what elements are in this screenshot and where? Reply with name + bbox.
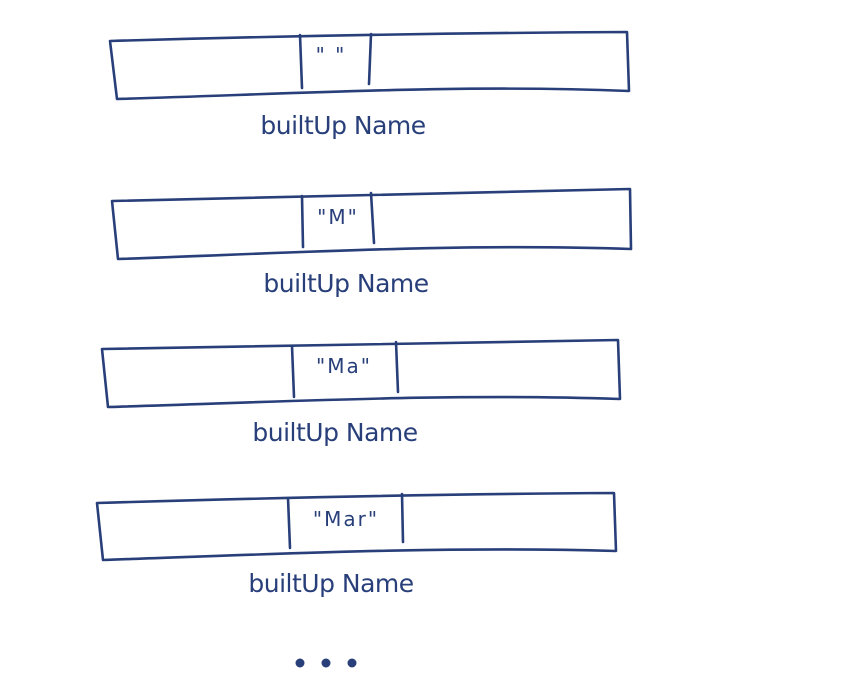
frame-3-cell-right-divider: [394, 340, 400, 394]
frame-2-label: builtUp Name: [263, 269, 428, 298]
frame-4-label: builtUp Name: [248, 569, 413, 598]
frame-4-cell-value: "Mar": [313, 507, 379, 531]
frame-4-cell-right-divider: [400, 492, 405, 544]
ellipsis-dot-2: [321, 658, 331, 668]
frame-2: "M" builtUp Name: [110, 187, 633, 298]
frame-3-cell-left-divider: [290, 344, 296, 399]
frame-2-box-outline: [110, 187, 633, 261]
ellipsis-dot-1: [295, 658, 305, 668]
frame-2-cell-right-divider: [369, 191, 376, 245]
frame-3-cell-value: "Ma": [316, 354, 372, 378]
frame-1-cell-right-divider: [367, 32, 373, 86]
frame-2-cell-left-divider: [300, 194, 305, 249]
frame-1-label: builtUp Name: [260, 111, 425, 140]
frame-1-box-outline: [108, 30, 631, 101]
frame-4-cell-left-divider: [286, 496, 292, 550]
frame-1-cell-left-divider: [298, 33, 304, 90]
frame-3: "Ma" builtUp Name: [100, 338, 622, 447]
continuation-ellipsis: [295, 658, 357, 668]
frame-2-cell-value: "M": [317, 205, 359, 229]
frame-3-label: builtUp Name: [252, 418, 417, 447]
frame-4: "Mar" builtUp Name: [95, 491, 618, 598]
frame-3-box-outline: [100, 338, 622, 409]
frame-1-cell-value: " ": [316, 43, 347, 67]
frame-1: " " builtUp Name: [108, 30, 631, 140]
frame-4-box-outline: [95, 491, 618, 562]
ellipsis-dot-3: [347, 658, 357, 668]
